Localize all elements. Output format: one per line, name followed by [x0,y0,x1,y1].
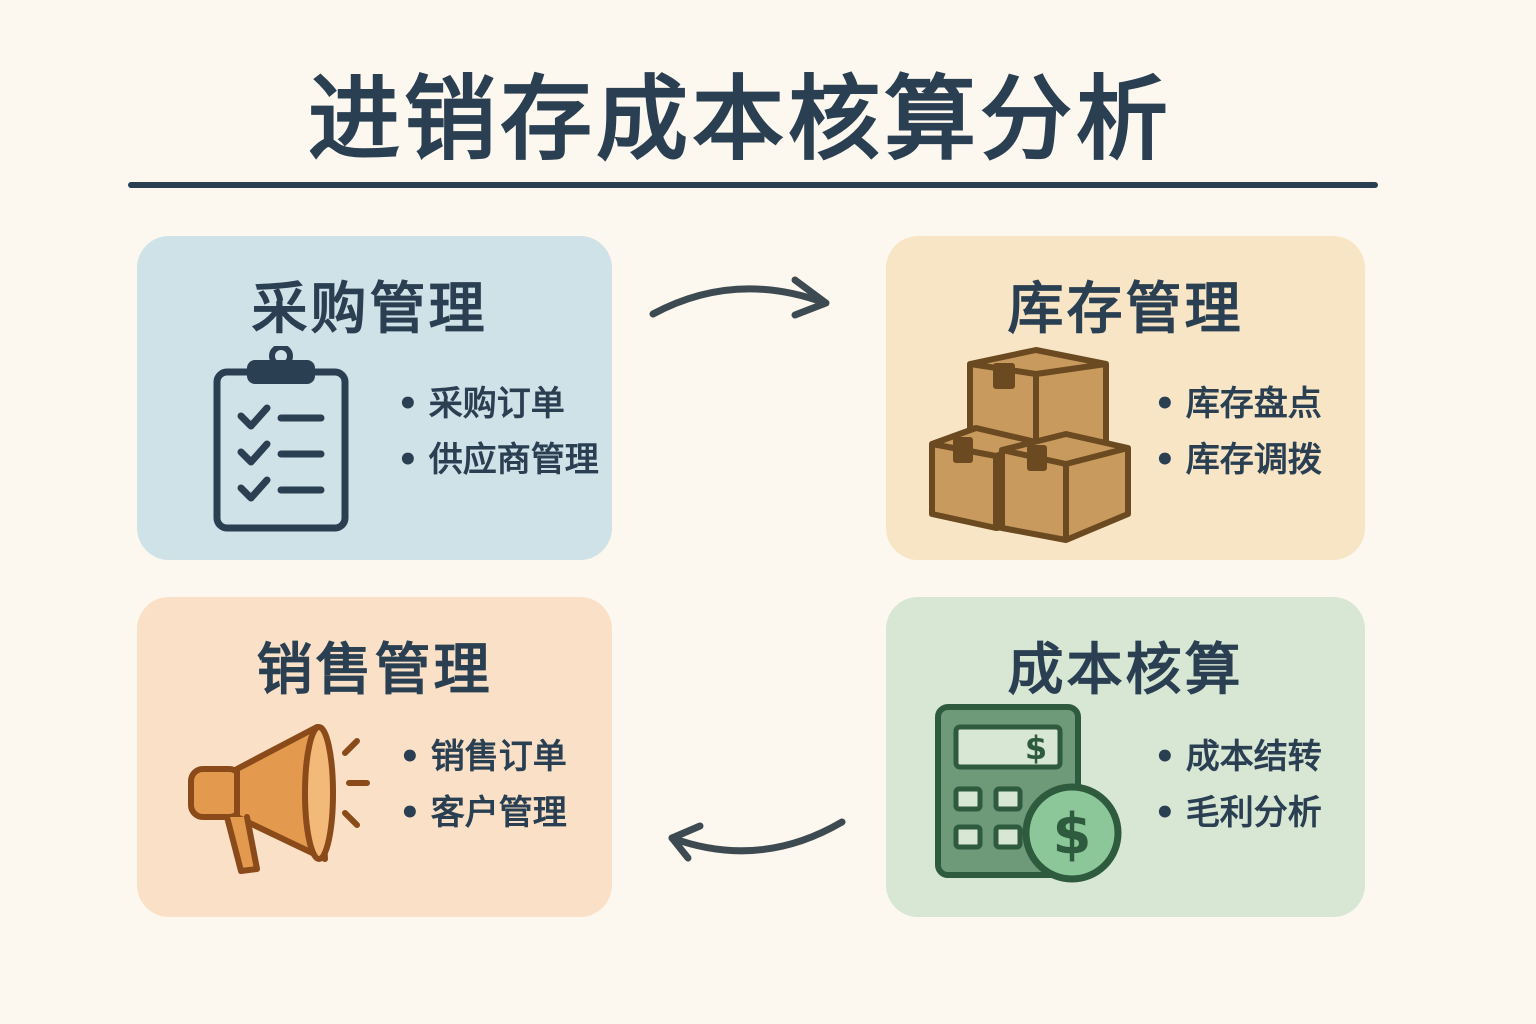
page-title: 进销存成本核算分析 [307,66,1172,173]
arrow-cost-to-sales [668,818,846,862]
list-item: 库存盘点 [1154,376,1322,432]
card-cost-accounting: 成本核算 $ $ 成本结转 毛利分析 [886,597,1365,917]
list-item: 采购订单 [397,376,599,432]
list-item: 供应商管理 [397,432,599,488]
megaphone-icon [188,724,370,874]
list-item: 库存调拨 [1154,432,1322,488]
coin-symbol: $ [1053,802,1092,867]
cost-items: 成本结转 毛利分析 [1154,729,1322,841]
card-title: 成本核算 [1007,638,1244,703]
card-title: 采购管理 [251,277,488,342]
arrow-purchase-to-inventory [649,276,830,319]
card-sales-management: 销售管理 销售订单 客户管理 [137,597,612,917]
calculator-dollar-icon: $ $ [935,704,1122,883]
card-title: 销售管理 [256,638,493,703]
boxes-icon [929,347,1131,543]
purchase-items: 采购订单 供应商管理 [397,376,599,488]
title-divider [128,182,1378,188]
clipboard-checklist-icon [213,346,349,532]
inventory-items: 库存盘点 库存调拨 [1154,376,1322,488]
list-item: 毛利分析 [1154,785,1322,841]
list-item: 销售订单 [399,729,567,785]
list-item: 客户管理 [399,785,567,841]
calculator-display: $ [1025,729,1047,767]
card-purchase-management: 采购管理 采购订单 供应商管理 [137,236,612,560]
card-inventory-management: 库存管理 库存盘点 库存调拨 [886,236,1365,560]
card-title: 库存管理 [1007,277,1244,342]
sales-items: 销售订单 客户管理 [399,729,567,841]
list-item: 成本结转 [1154,729,1322,785]
